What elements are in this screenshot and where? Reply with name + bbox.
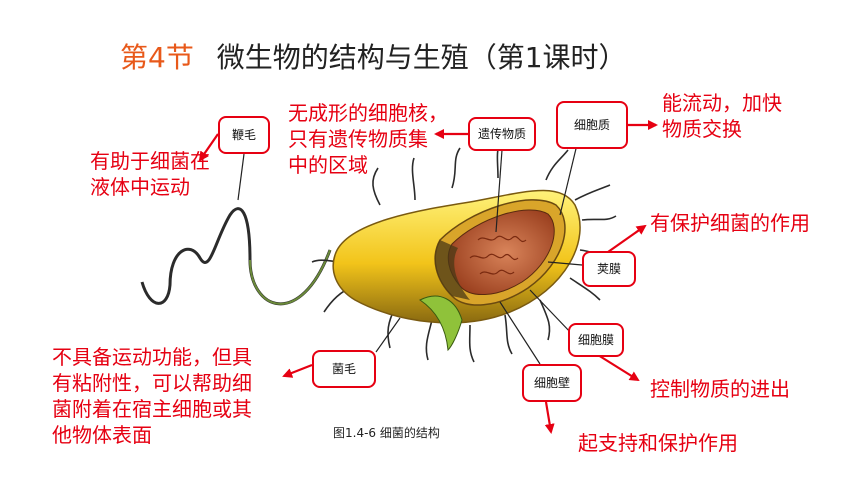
label-cell-membrane: 细胞膜 [568,323,624,357]
label-cell-wall: 细胞壁 [522,364,582,402]
note-flagellum: 有助于细菌在液体中运动 [90,149,210,199]
label-genetic-material: 遗传物质 [468,117,536,151]
label-capsule: 荚膜 [582,251,636,287]
note-nucleoid: 无成形的细胞核，只有遗传物质集中的区域 [288,101,448,177]
title-text: 微生物的结构与生殖（第1课时） [216,41,627,74]
note-pili: 不具备运动功能，但具有粘附性，可以帮助细菌附着在宿主细胞或其他物体表面 [52,345,252,447]
genetic-material-squiggles [469,235,527,275]
flagellum-strand [140,207,332,306]
note-wall: 起支持和保护作用 [578,431,738,455]
label-pili: 菌毛 [312,350,376,388]
pili-hairs [311,139,617,363]
label-cytoplasm: 细胞质 [556,101,628,149]
note-membrane: 控制物质的进出 [650,377,790,401]
label-flagellum: 鞭毛 [218,116,270,154]
note-cytoplasm: 能流动，加快物质交换 [662,91,782,141]
page-title: 第4节 微生物的结构与生殖（第1课时） [120,36,627,76]
figure-caption: 图1.4-6 细菌的结构 [333,426,440,440]
note-capsule: 有保护细菌的作用 [650,211,810,235]
section-number: 第4节 [120,41,194,74]
